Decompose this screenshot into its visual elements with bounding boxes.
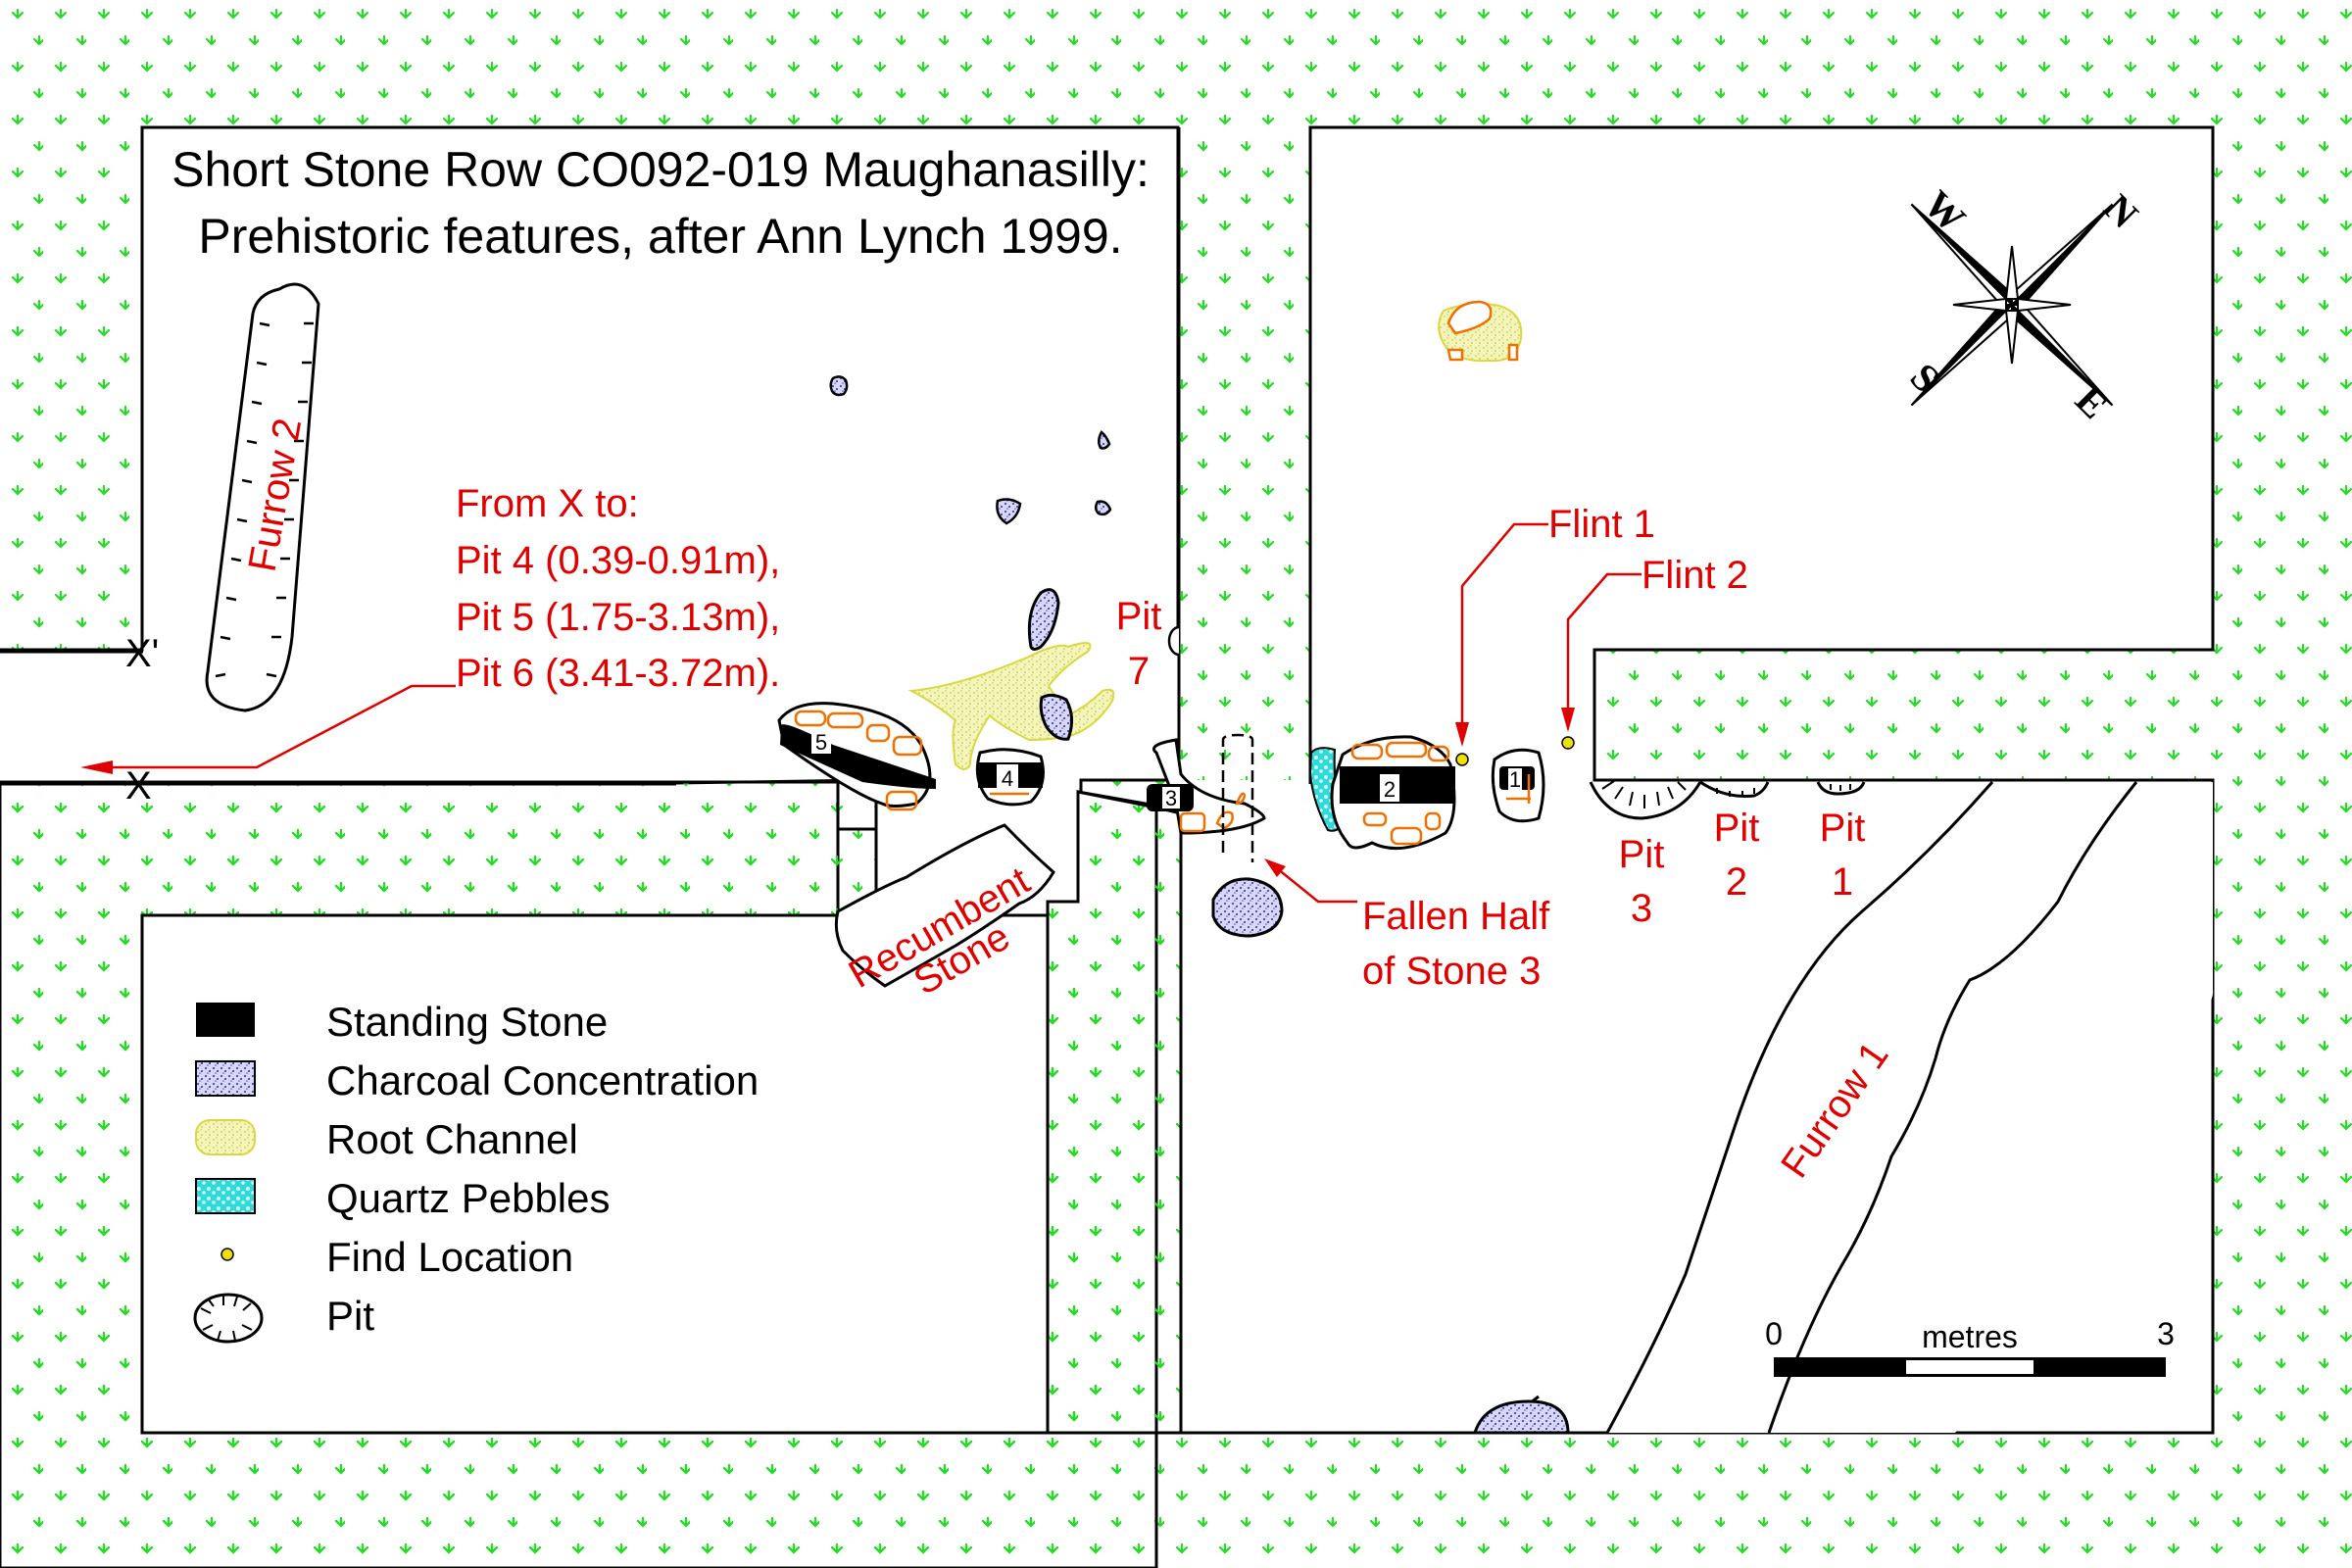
pit-7-label-line2: 7 <box>1128 650 1150 693</box>
pit-2-label-line2: 2 <box>1726 860 1747 904</box>
measurement-note-line4: Pit 6 (3.41-3.72m). <box>456 652 780 695</box>
flint-1-leader-line <box>1460 522 1548 740</box>
pit-7 <box>1167 625 1180 657</box>
measurement-note-line3: Pit 5 (1.75-3.13m), <box>456 596 780 639</box>
excavation-upper-strip-left <box>0 652 143 781</box>
standing-stone-swatch <box>196 1003 255 1037</box>
stone-1-number: 1 <box>1509 767 1521 792</box>
legend-label: Quartz Pebbles <box>326 1175 611 1221</box>
fallen-stone-leader-line <box>1271 863 1357 904</box>
measurement-leader-line <box>108 684 456 769</box>
grass-block-east-texture <box>1594 652 2213 779</box>
fallen-stone-label-line1: Fallen Half <box>1362 895 1550 938</box>
charcoal-patch <box>1098 430 1111 450</box>
grass-block-south-center <box>1046 790 1183 1435</box>
stone-5-number: 5 <box>815 730 827 755</box>
stone-4-number: 4 <box>1002 766 1013 791</box>
map-title-line1: Short Stone Row CO092-019 Maughanasilly: <box>172 142 1150 197</box>
flint-2-label: Flint 2 <box>1642 554 1748 597</box>
root-channel-east <box>1438 300 1523 363</box>
pit-symbol <box>193 1293 264 1344</box>
pit-1 <box>1816 781 1866 796</box>
flint-1-arrowhead-icon <box>1455 722 1469 747</box>
boundary-line <box>1592 648 2213 782</box>
x-marker: X <box>125 764 152 808</box>
grass-strip-center-texture <box>1179 127 1310 780</box>
leader-arrowhead-icon <box>80 760 113 774</box>
stone-2-number: 2 <box>1384 777 1396 802</box>
compass-rose-icon <box>1910 203 2114 407</box>
scale-bar-end: 3 <box>2157 1316 2175 1351</box>
measurement-note-line2: Pit 4 (0.39-0.91m), <box>456 539 780 582</box>
flint-2-arrowhead-icon <box>1561 708 1575 732</box>
fallen-stone-label-line2: of Stone 3 <box>1362 950 1541 993</box>
measurement-note-line1: From X to: <box>456 482 639 525</box>
root-channel-swatch <box>195 1119 256 1155</box>
root-channel <box>907 642 1115 770</box>
pit-2 <box>1699 780 1770 798</box>
charcoal-patch <box>1039 693 1073 741</box>
fallen-stone-3 <box>1211 733 1284 938</box>
quartz-swatch <box>195 1178 256 1214</box>
measurement-note: From X to: Pit 4 (0.39-0.91m), Pit 5 (1.… <box>456 482 780 695</box>
furrow-1: Furrow 1 <box>1472 781 2214 1435</box>
find-location-dot <box>220 1248 234 1261</box>
legend-label: Standing Stone <box>326 999 608 1045</box>
legend-label: Root Channel <box>326 1116 578 1162</box>
fallen-stone-arrowhead-icon <box>1264 858 1286 877</box>
scale-bar-unit: metres <box>1922 1319 2018 1354</box>
scale-bar-start: 0 <box>1765 1316 1783 1351</box>
charcoal-patch <box>1095 500 1112 516</box>
pit-3 <box>1589 780 1702 820</box>
scale-bar: 0 metres 3 <box>1765 1316 2175 1377</box>
legend-label: Charcoal Concentration <box>326 1057 759 1103</box>
flint-2-leader-line <box>1566 572 1642 725</box>
legend-label: Find Location <box>326 1234 573 1280</box>
legend-box <box>140 913 1050 1435</box>
standing-stone-4: 4 <box>975 748 1045 807</box>
standing-stone-5: 5 <box>777 702 936 811</box>
charcoal-patch <box>996 498 1022 525</box>
standing-stone-3: 3 <box>1147 738 1266 835</box>
legend: Standing Stone Charcoal Concentration Ro… <box>193 999 759 1344</box>
charcoal-patch <box>1027 588 1060 651</box>
standing-stone-1: 1 <box>1491 748 1545 823</box>
stone-3-number: 3 <box>1165 786 1177 810</box>
pit-1-label-line2: 1 <box>1832 860 1853 904</box>
x-prime-marker: X' <box>125 632 159 675</box>
furrow-2: Furrow 2 <box>205 282 320 712</box>
flint-1-label: Flint 1 <box>1548 503 1655 546</box>
pit-3-label-line2: 3 <box>1631 887 1652 930</box>
flint-2-find-location <box>1561 736 1575 750</box>
standing-stone-2: 2 <box>1330 735 1456 851</box>
charcoal-swatch <box>195 1060 256 1097</box>
pit-3-label-line1: Pit <box>1619 833 1665 876</box>
flint-1-find-location <box>1455 753 1469 766</box>
legend-label: Pit <box>326 1293 374 1339</box>
pit-7-label-line1: Pit <box>1116 595 1162 638</box>
charcoal-patch <box>829 375 849 397</box>
map-title-line2: Prehistoric features, after Ann Lynch 19… <box>198 209 1122 264</box>
pit-2-label-line1: Pit <box>1714 807 1760 850</box>
pit-1-label-line1: Pit <box>1820 807 1866 850</box>
